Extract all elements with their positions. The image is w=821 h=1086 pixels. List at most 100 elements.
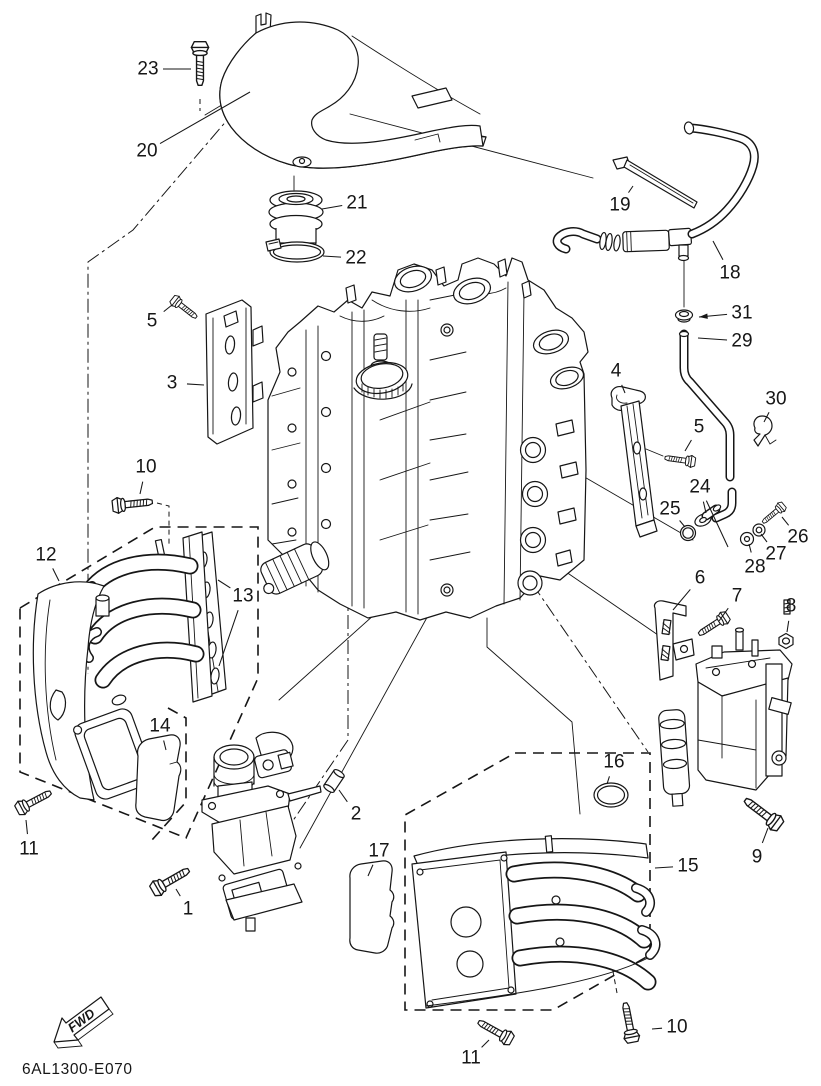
gasket-14 bbox=[135, 734, 182, 822]
bolt-23 bbox=[190, 40, 210, 87]
pipe-clamp bbox=[753, 415, 777, 447]
callout-21: 21 bbox=[321, 193, 368, 214]
callout-24: 24 bbox=[689, 477, 729, 548]
svg-text:17: 17 bbox=[368, 841, 389, 862]
callout-1: 1 bbox=[175, 888, 194, 920]
silencer-joint-duct bbox=[268, 190, 324, 251]
gasket-17 bbox=[349, 860, 395, 954]
svg-text:8: 8 bbox=[786, 596, 797, 617]
svg-text:9: 9 bbox=[752, 847, 763, 868]
callout-31: 31 bbox=[698, 303, 753, 324]
svg-text:10: 10 bbox=[666, 1017, 687, 1038]
bolt-10-bottom bbox=[616, 1000, 642, 1045]
mount-plate-3 bbox=[205, 299, 264, 445]
svg-text:23: 23 bbox=[137, 59, 158, 80]
callout-12: 12 bbox=[35, 545, 60, 582]
vapor-separator-assembly bbox=[653, 599, 793, 807]
svg-text:16: 16 bbox=[603, 752, 624, 773]
breather-hose bbox=[552, 121, 759, 262]
bolt-11-bottom bbox=[474, 1014, 517, 1048]
callout-5: 5 bbox=[684, 417, 705, 452]
hose-clamp-band bbox=[265, 238, 325, 263]
callout-11: 11 bbox=[461, 1039, 490, 1069]
o-ring-16 bbox=[593, 782, 629, 808]
intake-manifold-left bbox=[32, 531, 213, 801]
svg-text:14: 14 bbox=[149, 716, 171, 737]
svg-text:29: 29 bbox=[731, 331, 752, 352]
callout-14: 14 bbox=[149, 716, 171, 751]
callout-7: 7 bbox=[718, 586, 743, 622]
svg-text:27: 27 bbox=[765, 544, 786, 565]
washer-28 bbox=[739, 531, 755, 547]
svg-text:2: 2 bbox=[351, 804, 362, 825]
svg-text:19: 19 bbox=[609, 195, 630, 216]
svg-text:6: 6 bbox=[695, 568, 706, 589]
cable-tie bbox=[612, 156, 698, 209]
crank-pulley-icon bbox=[353, 333, 413, 400]
svg-text:21: 21 bbox=[346, 193, 367, 214]
bolt-1 bbox=[147, 862, 194, 899]
svg-text:12: 12 bbox=[35, 545, 56, 566]
svg-text:31: 31 bbox=[731, 303, 752, 324]
engine-block bbox=[260, 257, 589, 621]
svg-text:11: 11 bbox=[461, 1048, 481, 1069]
callout-10: 10 bbox=[135, 457, 157, 495]
callout-4: 4 bbox=[611, 361, 626, 394]
elbow-fitting bbox=[694, 504, 722, 527]
bolt-7 bbox=[694, 609, 733, 641]
callout-9: 9 bbox=[752, 827, 769, 868]
callout-10: 10 bbox=[651, 1017, 688, 1038]
callout-5: 5 bbox=[147, 304, 173, 332]
bracket-6 bbox=[653, 600, 695, 681]
svg-text:5: 5 bbox=[694, 417, 705, 438]
callout-28: 28 bbox=[744, 543, 766, 578]
fwd-arrow-icon: FWD bbox=[53, 996, 114, 1049]
bracket-4 bbox=[610, 386, 658, 538]
callout-13: 13 bbox=[217, 579, 254, 667]
svg-text:20: 20 bbox=[136, 141, 157, 162]
callout-16: 16 bbox=[603, 752, 625, 785]
callout-19: 19 bbox=[609, 185, 634, 216]
svg-text:5: 5 bbox=[147, 311, 158, 332]
starter-motor-icon bbox=[260, 541, 330, 595]
svg-text:26: 26 bbox=[787, 527, 808, 548]
bolt-5-right bbox=[663, 451, 697, 469]
svg-text:25: 25 bbox=[659, 499, 680, 520]
callout-8: 8 bbox=[786, 596, 797, 633]
callout-23: 23 bbox=[137, 59, 191, 80]
bolt-5-left bbox=[168, 293, 201, 323]
svg-text:11: 11 bbox=[19, 839, 39, 860]
svg-text:30: 30 bbox=[765, 389, 786, 410]
o-ring-25 bbox=[679, 524, 697, 542]
washer-27 bbox=[752, 523, 766, 537]
svg-text:24: 24 bbox=[689, 477, 711, 498]
svg-text:7: 7 bbox=[732, 586, 743, 607]
callout-15: 15 bbox=[654, 856, 699, 877]
bolt-10-left bbox=[111, 493, 154, 515]
callout-22: 22 bbox=[322, 248, 367, 269]
svg-text:18: 18 bbox=[719, 263, 740, 284]
callout-18: 18 bbox=[712, 240, 741, 284]
svg-text:15: 15 bbox=[677, 856, 698, 877]
callout-29: 29 bbox=[697, 331, 753, 352]
svg-text:3: 3 bbox=[167, 373, 178, 394]
svg-text:13: 13 bbox=[232, 586, 253, 607]
manifold-box-12 bbox=[19, 526, 259, 840]
svg-text:1: 1 bbox=[183, 899, 194, 920]
bolt-9 bbox=[739, 792, 787, 834]
callout-27: 27 bbox=[760, 533, 787, 565]
callout-3: 3 bbox=[167, 373, 205, 394]
svg-text:22: 22 bbox=[345, 248, 366, 269]
nut-8 bbox=[778, 632, 794, 650]
vent-pipe bbox=[678, 329, 737, 523]
callout-6: 6 bbox=[672, 568, 706, 611]
callout-26: 26 bbox=[781, 516, 809, 548]
svg-text:4: 4 bbox=[611, 361, 622, 382]
callout-20: 20 bbox=[136, 91, 251, 162]
intake-manifold-right bbox=[411, 835, 661, 1009]
svg-text:10: 10 bbox=[135, 457, 156, 478]
bolt-26 bbox=[759, 500, 788, 527]
gasket-box-14 bbox=[151, 707, 187, 841]
callout-25: 25 bbox=[659, 499, 686, 528]
